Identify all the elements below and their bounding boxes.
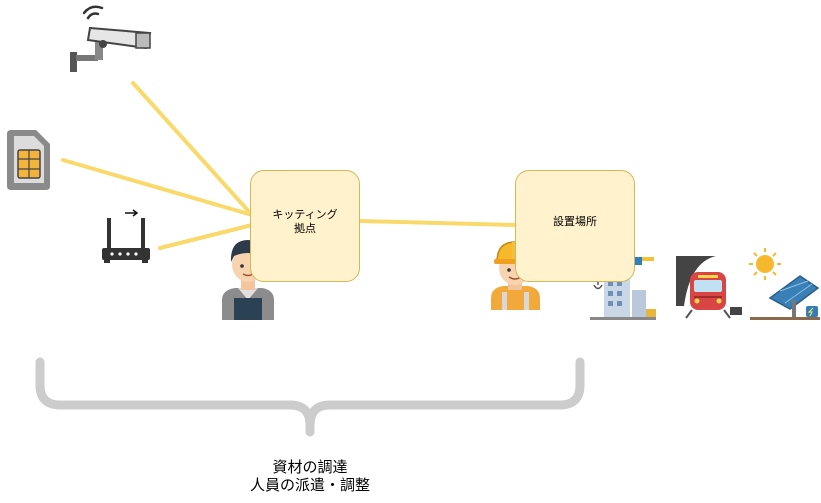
kitting-to-site-line — [358, 219, 518, 227]
installation-site-label: 設置場所 — [553, 215, 597, 228]
train-icon — [676, 256, 742, 319]
installation-site-node: 設置場所 — [515, 170, 635, 282]
sim-to-kitting-line — [61, 158, 254, 217]
sim-card-icon — [7, 130, 50, 190]
router-to-kitting-line — [158, 223, 254, 250]
caption-line2: 人員の派遣・調整 — [249, 476, 370, 494]
brace-bracket — [35, 357, 585, 437]
brace-caption: 資材の調達 人員の派遣・調整 — [180, 458, 440, 494]
security-camera-icon — [70, 5, 152, 72]
worker-icon — [222, 240, 274, 320]
kitting-hub-label-line2: 拠点 — [294, 222, 316, 235]
wifi-router-icon — [102, 209, 150, 263]
camera-to-kitting-line — [131, 81, 254, 217]
kitting-hub-node: キッティング 拠点 — [250, 170, 360, 282]
kitting-hub-label-line1: キッティング — [272, 208, 338, 221]
caption-line1: 資材の調達 — [272, 458, 348, 476]
solar-panel-icon — [749, 248, 820, 320]
connector-lines — [61, 81, 518, 250]
